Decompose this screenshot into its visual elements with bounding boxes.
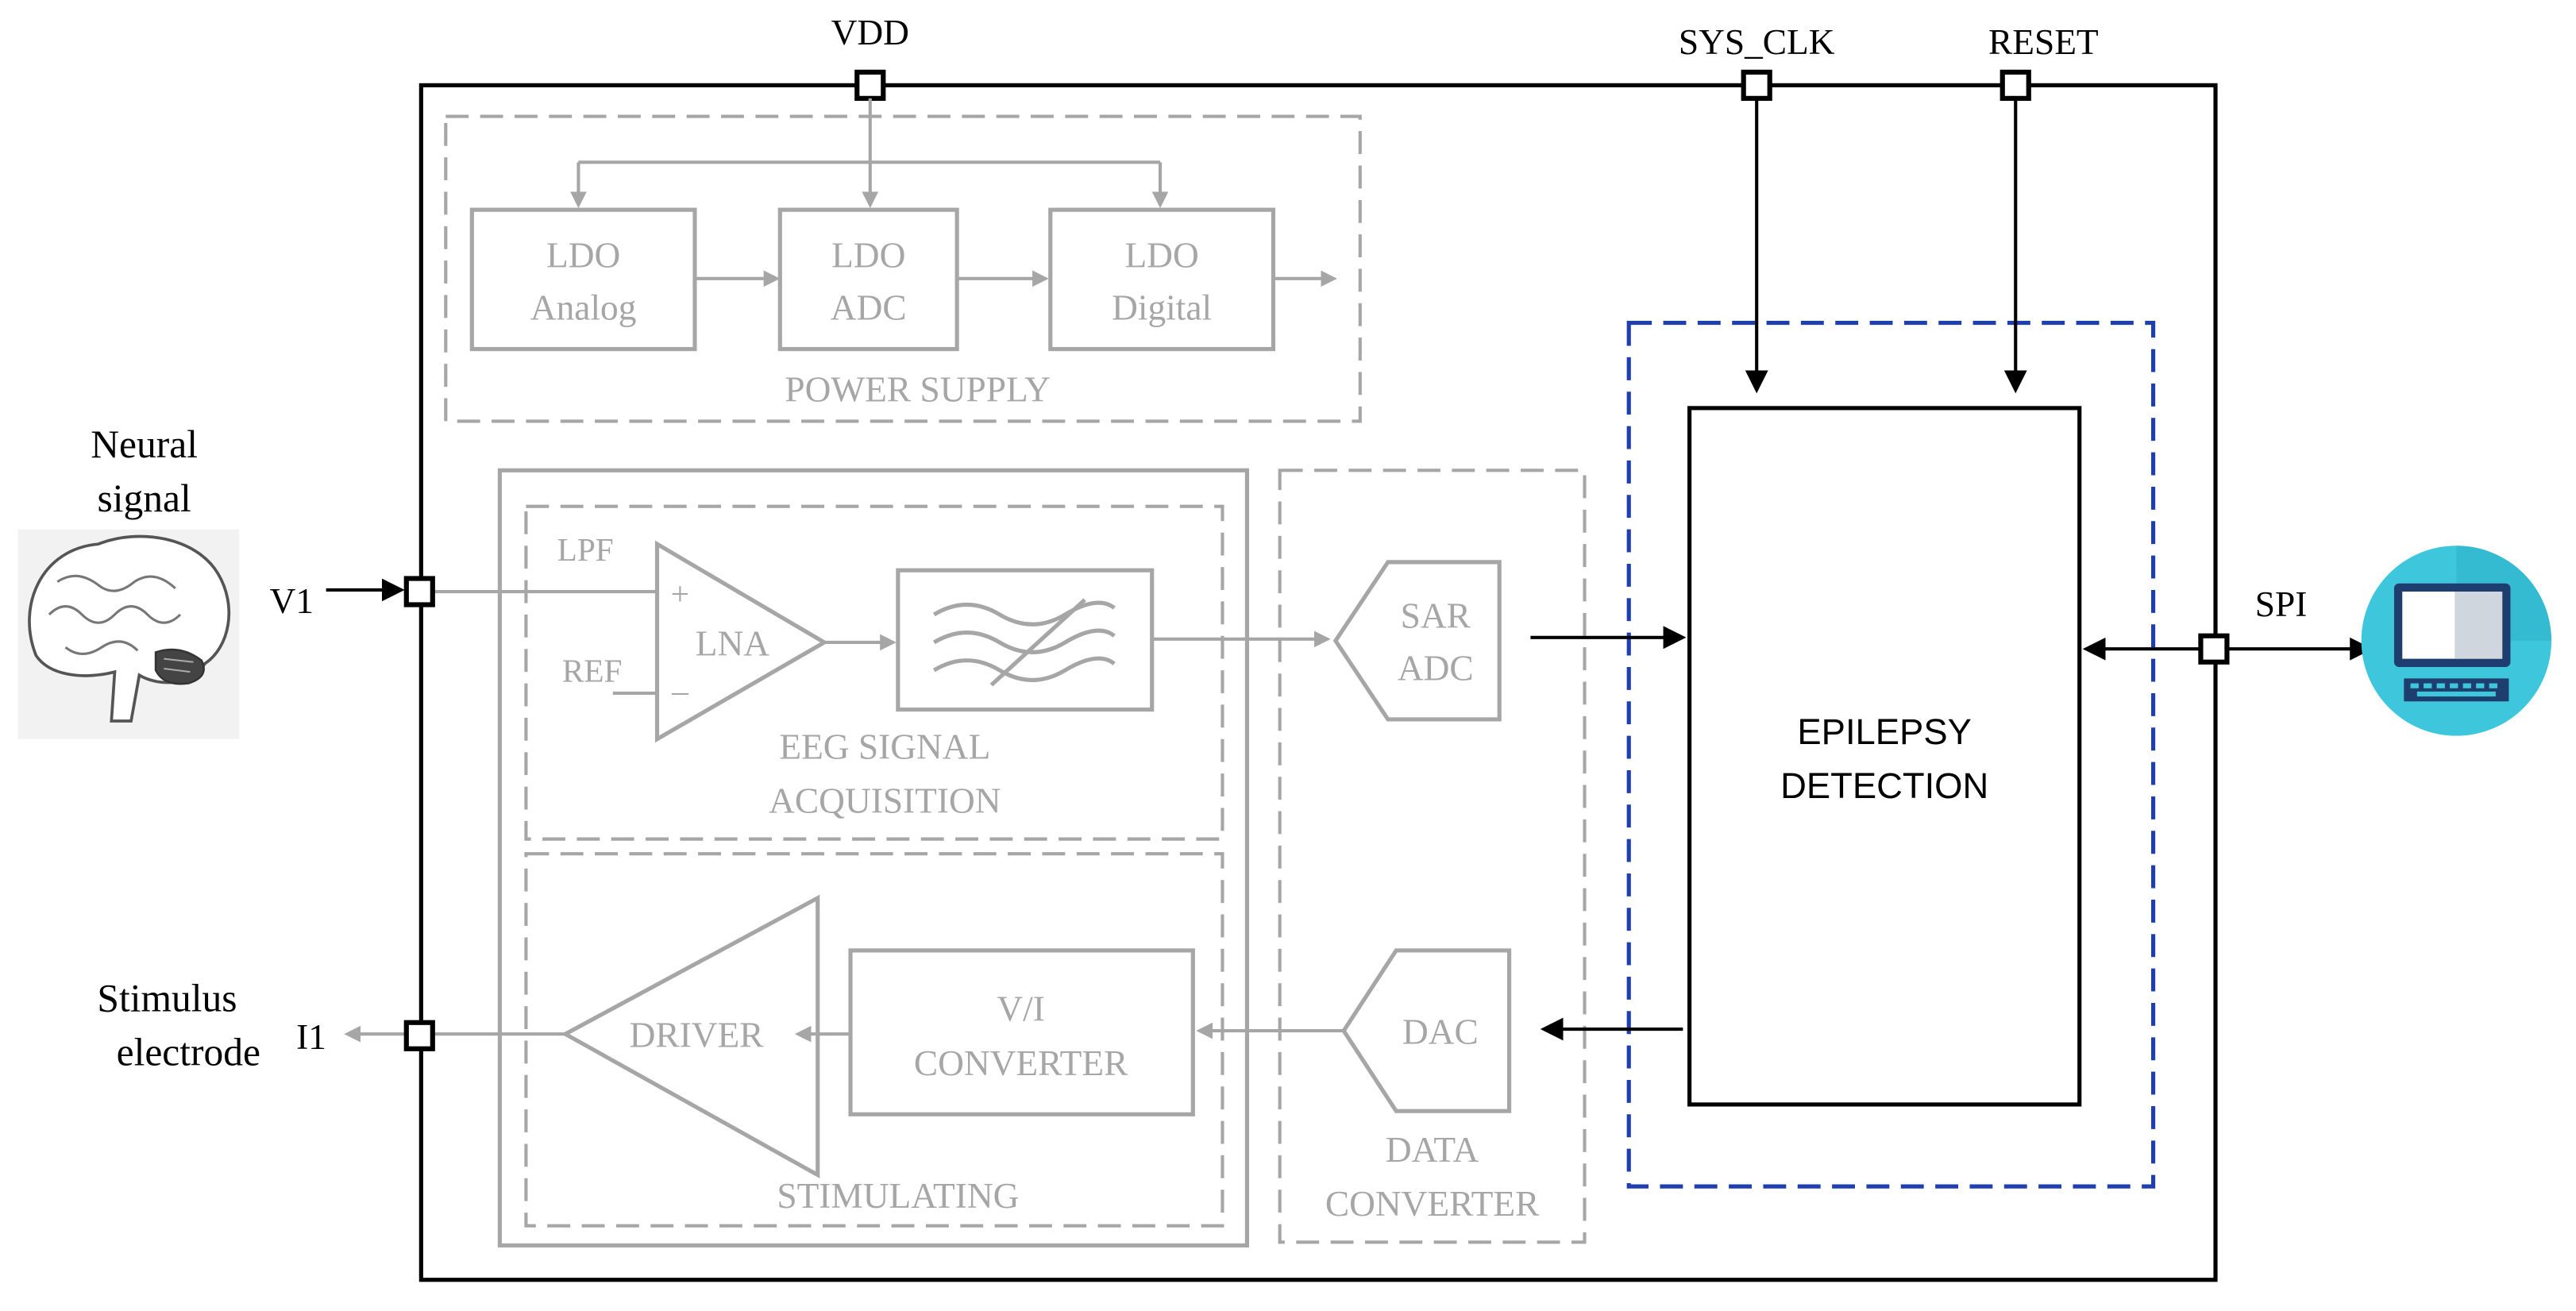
neural-signal-line2: signal: [97, 476, 191, 520]
dac-block: [1341, 948, 1512, 1113]
lna-minus-sign: –: [671, 672, 688, 708]
epilepsy-detection-line1: EPILEPSY: [1797, 711, 1971, 752]
epilepsy-detection-line2: DETECTION: [1780, 765, 1988, 806]
ref-label: REF: [562, 653, 623, 689]
ldo-analog-block: LDO Analog: [469, 207, 697, 352]
ldo-adc-line2: ADC: [831, 287, 907, 327]
neural-signal-source: Neural signal: [17, 422, 240, 739]
reset-pin: RESET: [1988, 22, 2099, 101]
eeg-acquisition-title-line1: EEG SIGNAL: [779, 727, 990, 767]
ldo-digital-line2: Digital: [1112, 287, 1212, 327]
vi-converter-line1: V/I: [997, 989, 1044, 1029]
epilepsy-detection-section: EPILEPSY DETECTION: [1530, 98, 2374, 1189]
reset-pad: [1999, 69, 2031, 101]
dac-label: DAC: [1402, 1012, 1479, 1052]
sar-adc-line2: ADC: [1398, 648, 1474, 688]
i1-label: I1: [296, 1017, 326, 1057]
analog-frontend-frame: [497, 468, 1249, 1247]
data-converter-title-line1: DATA: [1386, 1130, 1479, 1170]
sys-clk-label: SYS_CLK: [1679, 22, 1835, 62]
sar-adc-block: [1332, 560, 1502, 722]
v1-pin: V1: [270, 576, 435, 621]
ldo-analog-line2: Analog: [530, 287, 637, 327]
vi-converter-line2: CONVERTER: [914, 1043, 1128, 1083]
data-converter-frame: [1278, 468, 1587, 1244]
spi-pin: SPI: [2198, 584, 2308, 665]
ldo-analog-line1: LDO: [546, 235, 620, 275]
chip-boundary: [418, 83, 2218, 1282]
sys-clk-pad: [1741, 69, 1772, 101]
v1-pad: [403, 576, 435, 607]
brain-icon: [17, 529, 240, 739]
ldo-adc-line1: LDO: [831, 235, 905, 275]
lna-amplifier: [654, 540, 829, 743]
bandpass-filter-icon: [932, 598, 1116, 687]
stimulus-electrode-target: Stimulus electrode: [97, 976, 260, 1074]
sys-clk-pin: SYS_CLK: [1679, 22, 1835, 101]
sar-adc-line1: SAR: [1401, 596, 1471, 635]
data-converter-section: SAR ADC DAC DATA CONVERTER: [1196, 468, 1587, 1244]
stimulus-electrode-line2: electrode: [117, 1030, 260, 1074]
epilepsy-detection-block: [1687, 406, 2082, 1107]
vi-converter-block: V/I CONVERTER: [848, 948, 1195, 1116]
data-converter-title-line2: CONVERTER: [1325, 1184, 1540, 1224]
spi-pad: [2198, 633, 2230, 665]
i1-pad: [403, 1020, 435, 1051]
v1-label: V1: [270, 581, 314, 621]
eeg-acquisition-section: LPF REF + – LNA EEG SIGNAL ACQUISITION: [432, 504, 1331, 841]
stimulus-electrode-line1: Stimulus: [97, 976, 237, 1020]
ldo-adc-block: LDO ADC: [777, 207, 959, 352]
eeg-acquisition-frame: [524, 504, 1224, 841]
lpf-label: LPF: [557, 531, 614, 568]
power-supply-title: POWER SUPPLY: [785, 370, 1051, 410]
power-supply-section: LDO Analog LDO ADC LDO Digital POWER SUP…: [444, 98, 1362, 423]
computer-icon: [2361, 546, 2552, 736]
stimulating-section: DRIVER V/I CONVERTER STIMULATING: [344, 852, 1224, 1228]
bandpass-filter-block: [896, 568, 1155, 712]
eeg-acquisition-title-line2: ACQUISITION: [769, 781, 1001, 821]
power-supply-frame: [444, 114, 1362, 423]
stimulating-title: STIMULATING: [777, 1176, 1019, 1216]
vdd-pin: VDD: [831, 13, 909, 101]
ldo-digital-block: LDO Digital: [1048, 207, 1276, 352]
digital-domain-frame: [1626, 321, 2156, 1189]
driver-amplifier: [561, 894, 820, 1179]
stimulating-frame: [524, 852, 1224, 1228]
driver-label: DRIVER: [630, 1016, 765, 1055]
neural-signal-line1: Neural: [91, 422, 198, 466]
reset-label: RESET: [1988, 22, 2099, 62]
lna-plus-sign: +: [671, 576, 689, 612]
spi-label: SPI: [2255, 584, 2308, 624]
i1-pin: I1: [296, 1017, 435, 1057]
lna-label: LNA: [696, 624, 769, 664]
vdd-pad: [854, 69, 886, 101]
ldo-digital-line1: LDO: [1124, 235, 1198, 275]
vdd-label: VDD: [831, 13, 909, 52]
